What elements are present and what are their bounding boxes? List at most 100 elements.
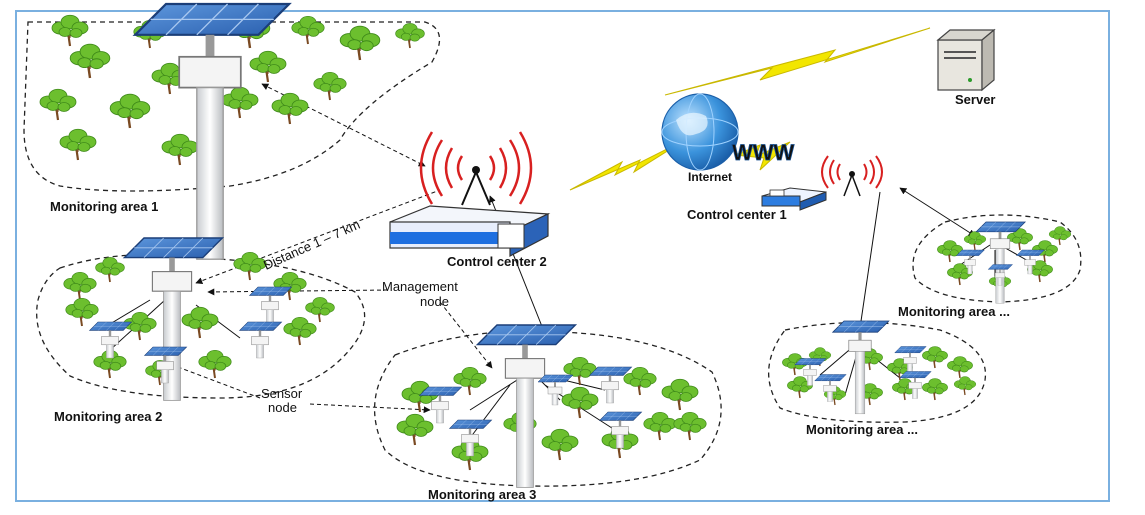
sensor-node-icon	[987, 264, 1014, 286]
tree-icon	[541, 428, 579, 461]
tree-icon	[673, 411, 707, 441]
tree-icon	[922, 378, 948, 401]
area-3-boundary	[374, 330, 722, 487]
label-sensor-line1: Sensor	[261, 386, 303, 401]
sensor-node-icon	[894, 346, 927, 374]
tree-icon	[937, 240, 963, 263]
link-center1-area-bottom	[857, 191, 881, 329]
sensor-node-icon	[899, 371, 932, 399]
tree-icon	[623, 366, 657, 396]
tree-icon	[39, 88, 77, 121]
tree-icon	[93, 349, 127, 379]
tree-icon	[271, 92, 309, 125]
node-layer	[88, 2, 1045, 488]
management-pointer-area2	[207, 288, 389, 296]
lightning-internet-center1	[734, 141, 791, 171]
tree-icon	[787, 376, 813, 399]
label-internet: Internet	[688, 170, 732, 184]
label-area-3: Monitoring area 3	[428, 487, 536, 502]
sensor-node-icon	[238, 321, 283, 359]
tree-icon	[69, 43, 111, 79]
tree-icon	[1048, 226, 1072, 246]
sensor-node-icon	[88, 321, 133, 359]
tree-icon	[65, 297, 99, 327]
tree-icon	[305, 297, 335, 323]
sensor-node-icon	[248, 286, 293, 324]
antenna-center-1-icon	[821, 155, 883, 197]
sensor-node-icon	[598, 411, 643, 449]
management-node-icon	[475, 324, 578, 488]
sensor-node-icon	[1015, 249, 1045, 275]
www-text: WWW	[732, 140, 795, 165]
tree-icon	[123, 311, 157, 341]
tree-icon	[95, 257, 125, 283]
tree-icon	[857, 348, 883, 371]
label-control-center-1: Control center 1	[687, 207, 787, 222]
label-sensor-line2: node	[268, 400, 297, 415]
label-distance: Distance 1 – 7 km	[261, 217, 362, 273]
tree-icon	[291, 15, 325, 45]
sensor-node-icon	[955, 249, 985, 275]
tree-icon	[59, 128, 97, 161]
sensor-node-icon	[588, 366, 633, 404]
control-center-1-device	[761, 187, 827, 211]
sensor-node-icon	[537, 374, 574, 406]
tree-icon	[313, 71, 347, 101]
label-management-line2: node	[420, 294, 449, 309]
tree-icon	[1027, 260, 1053, 283]
label-management-line1: Management	[382, 279, 458, 294]
label-area-1: Monitoring area 1	[50, 199, 158, 214]
area-1-boundary	[23, 21, 441, 192]
tree-icon	[661, 378, 699, 411]
tree-icon	[198, 349, 232, 379]
tree-icon	[561, 386, 599, 419]
tree-icon	[339, 25, 381, 61]
link-center1-area-top	[899, 187, 976, 237]
sensor-pointer-area3	[309, 403, 431, 414]
lightning-internet-server	[664, 27, 931, 96]
internet-globe-icon	[661, 93, 739, 171]
tree-icon	[63, 271, 97, 301]
label-area-2: Monitoring area 2	[54, 409, 162, 424]
label-server: Server	[955, 92, 995, 107]
tree-icon	[963, 231, 987, 251]
tree-icon	[892, 378, 918, 401]
area-right-bottom-boundary	[768, 321, 987, 423]
sensor-node-icon	[814, 374, 847, 402]
label-control-center-2: Control center 2	[447, 254, 547, 269]
label-area-right-top: Monitoring area ...	[898, 304, 1010, 319]
tree-icon	[643, 411, 677, 441]
management-node-icon	[831, 320, 890, 415]
tree-icon	[109, 93, 151, 129]
tree-icon	[953, 376, 977, 396]
tree-icon	[922, 346, 948, 369]
outer-border	[15, 10, 1110, 502]
antenna-center-2-icon	[419, 131, 533, 206]
label-area-right-bottom: Monitoring area ...	[806, 422, 918, 437]
tree-icon	[51, 14, 89, 47]
tree-icon	[1007, 228, 1033, 251]
sensor-pointer-area2	[169, 362, 261, 399]
sensor-node-icon	[418, 386, 463, 424]
area3-node-links	[469, 374, 616, 439]
control-center-2-device	[389, 205, 551, 257]
tree-icon	[283, 316, 317, 346]
tree-icon	[395, 23, 425, 49]
management-node-icon	[132, 2, 292, 260]
tree-layer	[39, 13, 1072, 471]
tree-icon	[273, 271, 307, 301]
tree-icon	[233, 251, 267, 281]
tree-icon	[221, 86, 259, 119]
sensor-node-icon	[143, 346, 188, 384]
tree-icon	[563, 356, 597, 386]
tree-icon	[161, 133, 199, 166]
tree-icon	[453, 366, 487, 396]
area-right-top-boundary	[912, 214, 1082, 303]
tree-icon	[396, 413, 434, 446]
tree-icon	[947, 356, 973, 379]
sensor-node-icon	[448, 419, 493, 457]
management-pointer-area3	[439, 301, 493, 369]
tree-icon	[249, 50, 287, 83]
tree-icon	[947, 263, 973, 286]
